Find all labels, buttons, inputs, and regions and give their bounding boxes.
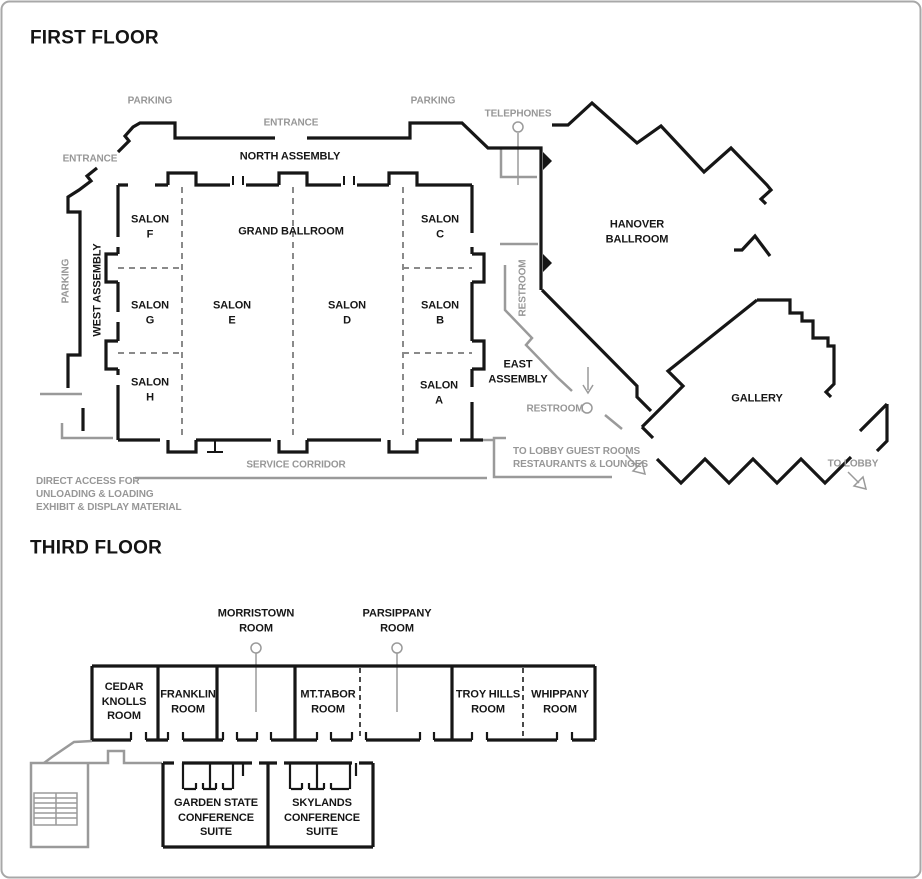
meeting-room-strip-outline: [90, 664, 597, 740]
gallery-zigzag-wall: [655, 455, 853, 486]
direction-arrows: [625, 454, 868, 491]
meeting-room-dividers: [156, 666, 454, 740]
third-floor-walls: [90, 664, 597, 849]
west-assembly-label: WEST ASSEMBLY: [91, 243, 104, 337]
third-floor-corridor-wall: [43, 739, 162, 765]
morristown-room-label: MORRISTOWN ROOM: [217, 607, 295, 634]
telephone-alcove-wall: [499, 148, 537, 179]
ballroom-partition-dashes: [118, 187, 472, 438]
salon-a-label: SALON A: [419, 379, 459, 406]
third-floor-wall-details: [129, 732, 574, 791]
parsippany-room-label: PARSIPPANY ROOM: [362, 607, 432, 634]
first-floor-wall-details: [207, 176, 355, 453]
closet-door-ticks: [194, 783, 333, 789]
to-lobby-guest-rooms-label: TO LOBBY GUEST ROOMS RESTAURANTS & LOUNG…: [513, 445, 648, 470]
salon-b-label: SALON B: [420, 299, 460, 326]
hanover-east-notch-wall: [734, 233, 772, 257]
double-door-frames: [232, 176, 355, 185]
restroom-corridor-label: RESTROOM: [517, 259, 529, 317]
salon-f-label: SALON F: [130, 213, 170, 240]
restroom-east-label: RESTROOM: [526, 403, 584, 415]
grand-ballroom-east-wall: [470, 185, 486, 440]
telephones-marker-icon: [512, 121, 524, 133]
parking-northwest-label: PARKING: [127, 95, 173, 107]
cedar-knolls-room-label: CEDAR KNOLLS ROOM: [101, 681, 147, 723]
grand-ballroom-west-wall: [104, 185, 120, 440]
skylands-conference-suite-label: SKYLANDS CONFERENCE SUITE: [283, 797, 361, 839]
door-triangle-icon: [543, 254, 552, 272]
door-jamb-ticks: [129, 732, 574, 740]
loading-dock-wall: [40, 392, 113, 440]
hanover-ballroom-label: HANOVER BALLROOM: [605, 218, 669, 245]
north-assembly-label: NORTH ASSEMBLY: [239, 150, 341, 163]
gallery-step-wall: [757, 298, 836, 399]
east-assembly-label: EAST ASSEMBLY: [488, 358, 548, 385]
third-floor-partition-dashes: [359, 668, 524, 738]
salon-c-label: SALON C: [420, 213, 460, 240]
whippany-room-label: WHIPPANY ROOM: [531, 688, 589, 715]
stairwell-wall: [29, 761, 90, 849]
east-assembly-diagonal-wall: [540, 288, 653, 413]
morristown-marker-icon: [250, 642, 262, 654]
to-lobby-guest-rooms-arrowhead-icon: [631, 460, 647, 476]
first-floor-walls: [66, 100, 889, 486]
direct-access-label: DIRECT ACCESS FOR UNLOADING & LOADING EX…: [36, 476, 182, 514]
entrance-north-label: ENTRANCE: [263, 117, 319, 129]
hanover-southeast-wall: [640, 298, 758, 440]
door-swing-markers: [543, 152, 552, 272]
parsippany-marker-icon: [391, 642, 403, 654]
to-lobby-guest-rooms-arrow-icon: [625, 454, 639, 468]
callout-markers: [250, 121, 593, 654]
west-assembly-outer-wall: [66, 166, 98, 388]
parking-west-label: PARKING: [60, 258, 72, 304]
lobby-entry-wall: [858, 402, 889, 453]
restroom-corridor-wall: [503, 265, 573, 392]
grand-ballroom-label: GRAND BALLROOM: [238, 225, 344, 238]
hanover-north-zigzag-wall: [552, 100, 774, 206]
restroom-marker-icon: [581, 402, 593, 414]
to-lobby-arrowhead-icon: [852, 475, 868, 491]
parking-northeast-label: PARKING: [410, 95, 456, 107]
mt-tabor-room-label: MT.TABOR ROOM: [300, 688, 356, 715]
franklin-room-label: FRANKLIN ROOM: [160, 688, 216, 715]
to-lobby-label: TO LOBBY: [827, 458, 879, 470]
grand-ballroom-north-wall: [118, 171, 472, 187]
door-triangle-icon: [543, 152, 552, 170]
suite-closet-walls: [181, 763, 358, 791]
salon-d-label: SALON D: [327, 299, 367, 326]
stairs-icon: [33, 792, 78, 826]
third-floor-title: THIRD FLOOR: [30, 537, 163, 559]
salon-h-label: SALON H: [130, 376, 170, 403]
telephones-label: TELEPHONES: [484, 108, 552, 120]
service-corridor-label: SERVICE CORRIDOR: [246, 459, 346, 471]
salon-g-label: SALON G: [130, 299, 170, 326]
gray-corridor-lines: [29, 148, 623, 849]
gray-callout-lines: [33, 133, 594, 826]
gallery-label: GALLERY: [731, 392, 783, 405]
lobby-corridor-wall: [492, 436, 612, 479]
grand-ballroom-south-wall: [118, 438, 483, 454]
conference-suite-outline: [161, 763, 375, 849]
salon-e-label: SALON E: [212, 299, 252, 326]
troy-hills-room-label: TROY HILLS ROOM: [455, 688, 521, 715]
north-assembly-outer-wall: [116, 121, 543, 290]
entrance-west-label: ENTRANCE: [62, 153, 118, 165]
service-door-tick: [207, 440, 223, 453]
first-floor-title: FIRST FLOOR: [30, 27, 159, 49]
garden-state-conference-suite-label: GARDEN STATE CONFERENCE SUITE: [174, 797, 258, 839]
restroom-pointer-line: [582, 367, 594, 395]
to-lobby-arrow-icon: [847, 471, 860, 484]
